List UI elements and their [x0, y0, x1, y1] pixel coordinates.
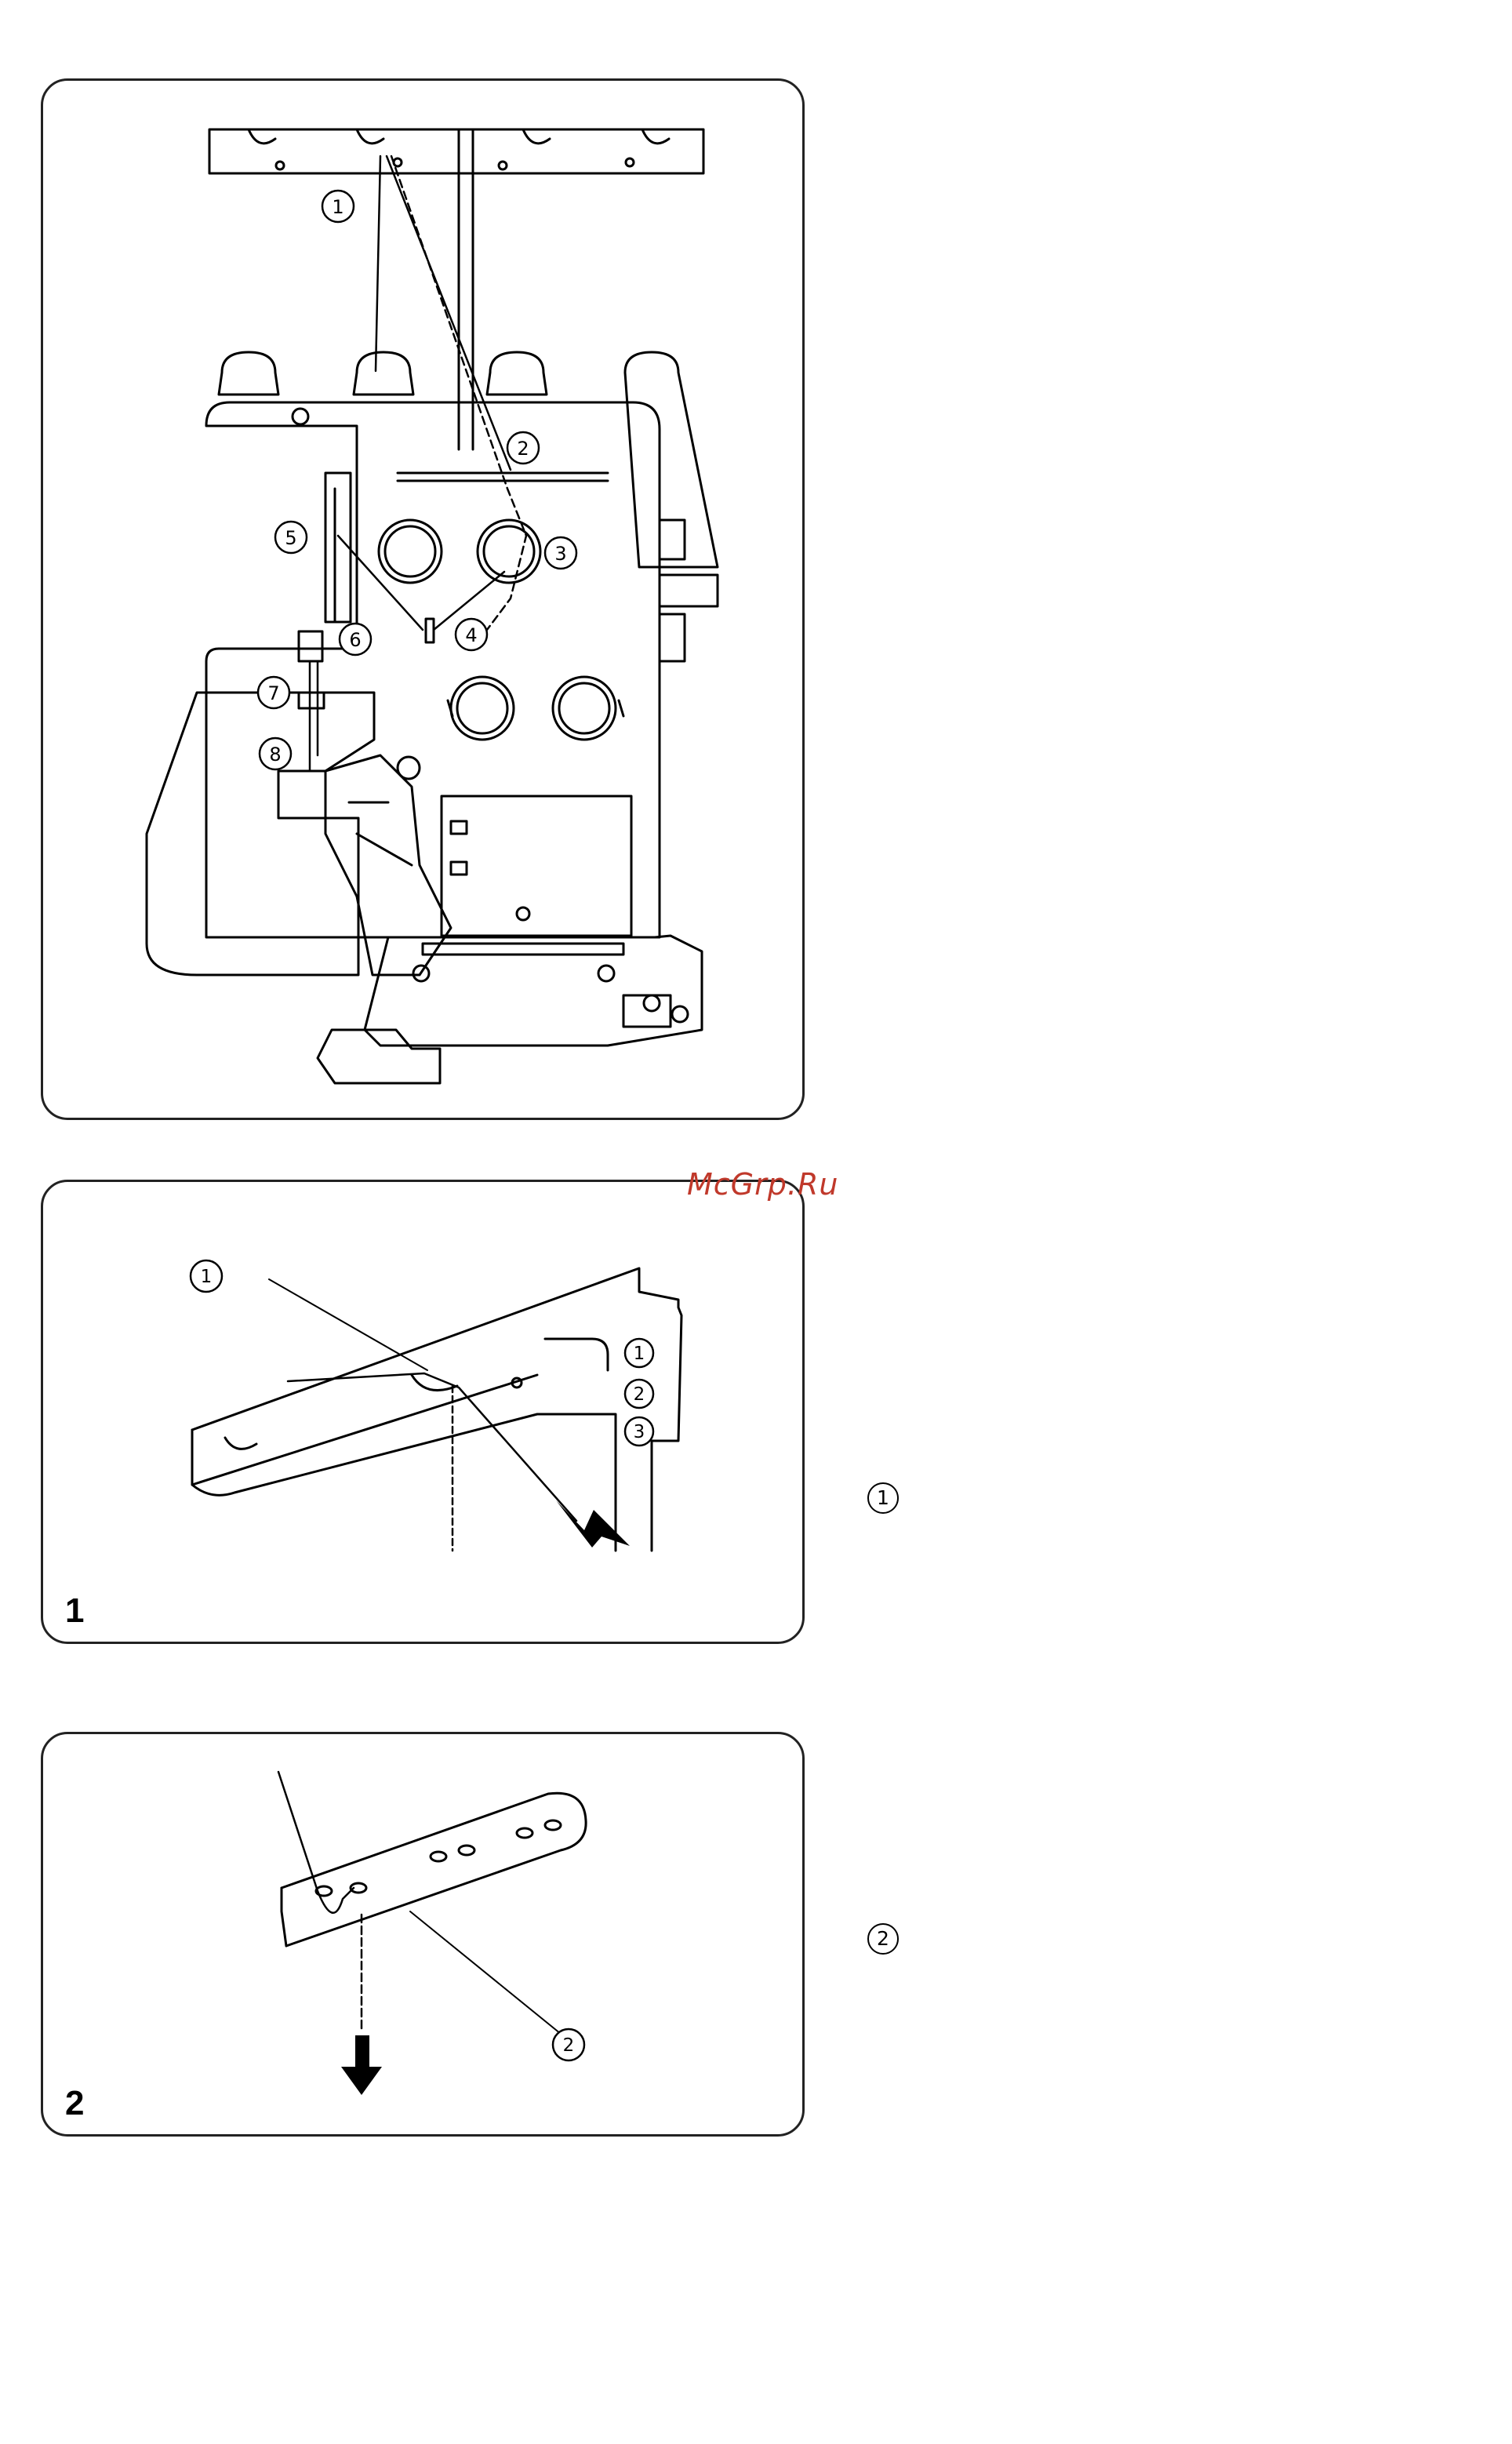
figure-2-panel: 2 2	[41, 1732, 805, 2137]
thread-guide-detail-illustration: 1 1 2 3	[43, 1182, 807, 1646]
main-callout-3: 3	[554, 543, 566, 565]
watermark-text: McGrp.Ru	[687, 1167, 838, 1202]
figure-1-label: 1	[65, 1591, 84, 1631]
main-callout-6: 6	[349, 629, 361, 651]
fig1-callout-2: 2	[634, 1384, 645, 1405]
main-callout-8: 8	[269, 744, 281, 766]
figure-1-panel: 1 1 2 3 1	[41, 1180, 805, 1644]
main-callout-4: 4	[465, 624, 477, 646]
overlock-machine-illustration: 1 2 3 4 5 6 7 8	[43, 81, 807, 1122]
fig1-callout-3: 3	[634, 1422, 645, 1442]
main-callout-5: 5	[285, 527, 296, 549]
figure-2-label: 2	[65, 2084, 84, 2123]
step-2-marker: 2	[867, 1923, 899, 1955]
fig2-callout-2: 2	[563, 2035, 575, 2056]
main-callout-2: 2	[517, 438, 529, 460]
thread-hole-detail-illustration: 2	[43, 1734, 807, 2139]
step-1-marker: 1	[867, 1482, 899, 1514]
threading-diagram-panel: 1 2 3 4 5 6 7 8	[41, 78, 805, 1120]
main-callout-1: 1	[332, 196, 343, 218]
fig1-callout-1-b: 1	[634, 1344, 645, 1364]
main-callout-7: 7	[267, 682, 279, 704]
fig1-callout-1: 1	[201, 1267, 213, 1287]
